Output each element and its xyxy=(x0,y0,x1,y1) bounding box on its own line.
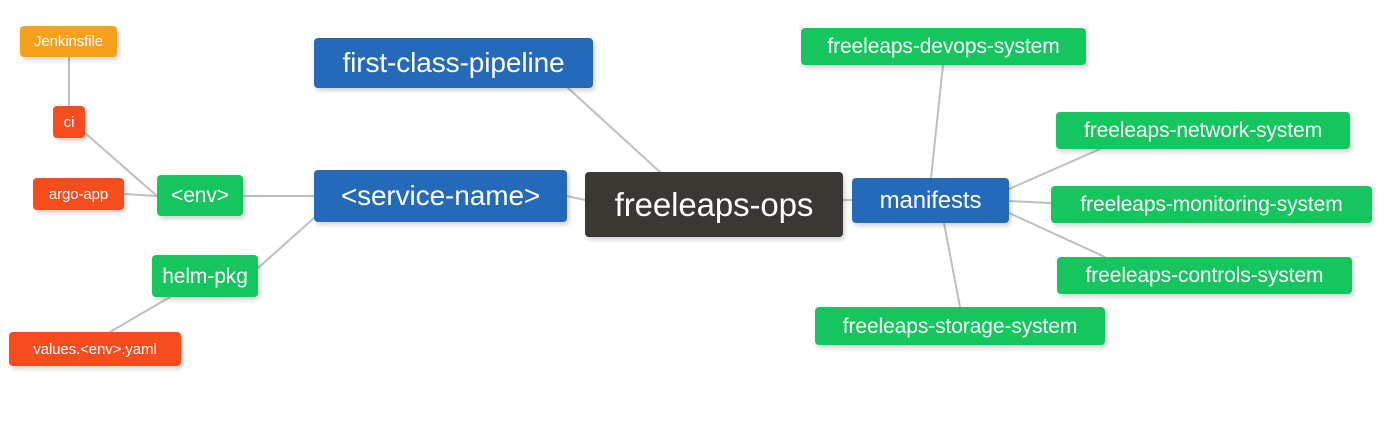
mindmap-node-manifests[interactable]: manifests xyxy=(852,178,1009,223)
edge-manifests-to-storage-system xyxy=(943,222,961,308)
edge-helm-pkg-to-values-yaml xyxy=(109,296,171,333)
edge-service-name-to-freeleaps-ops xyxy=(566,195,586,201)
mindmap-node-ci[interactable]: ci xyxy=(53,106,85,138)
mindmap-node-service-name[interactable]: <service-name> xyxy=(314,170,567,222)
edge-manifests-to-monitoring-system xyxy=(1008,200,1052,204)
mindmap-node-argo-app[interactable]: argo-app xyxy=(33,178,124,210)
edge-manifests-to-devops-system xyxy=(930,64,944,179)
edge-manifests-to-network-system xyxy=(1008,148,1101,190)
mindmap-node-helm-pkg[interactable]: helm-pkg xyxy=(152,255,258,297)
mindmap-node-env[interactable]: <env> xyxy=(157,175,243,216)
mindmap-node-first-class-pipeline[interactable]: first-class-pipeline xyxy=(314,38,593,88)
mindmap-node-monitoring-system[interactable]: freeleaps-monitoring-system xyxy=(1051,186,1372,223)
edge-service-name-to-helm-pkg xyxy=(257,217,315,269)
mindmap-node-jenkinsfile[interactable]: Jenkinsfile xyxy=(20,26,117,57)
mindmap-node-values-yaml[interactable]: values.<env>.yaml xyxy=(9,332,181,366)
mindmap-node-freeleaps-ops[interactable]: freeleaps-ops xyxy=(585,172,843,237)
mindmap-node-network-system[interactable]: freeleaps-network-system xyxy=(1056,112,1350,149)
mindmap-node-storage-system[interactable]: freeleaps-storage-system xyxy=(815,307,1105,345)
mindmap-node-devops-system[interactable]: freeleaps-devops-system xyxy=(801,28,1086,65)
edge-first-class-pipeline-to-freeleaps-ops xyxy=(567,87,661,173)
edge-argo-app-to-env xyxy=(123,193,158,197)
mindmap-node-controls-system[interactable]: freeleaps-controls-system xyxy=(1057,257,1352,294)
